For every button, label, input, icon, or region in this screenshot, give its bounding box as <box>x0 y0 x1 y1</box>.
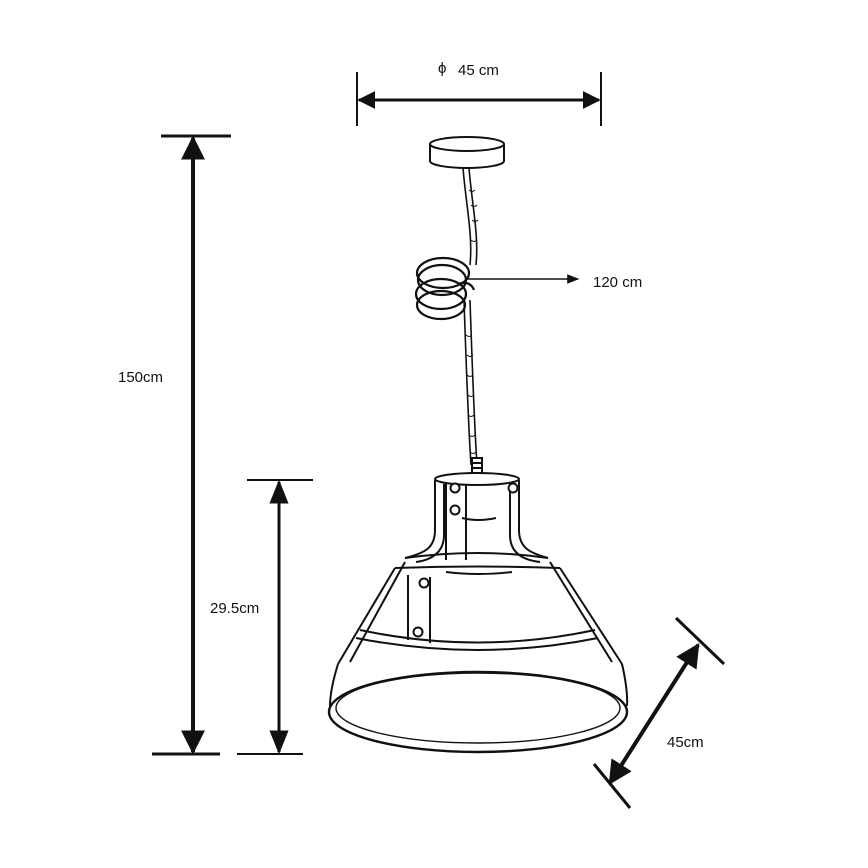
power-cable <box>462 167 479 466</box>
cable-length-callout: 120 cm <box>468 274 642 291</box>
diameter-symbol: ϕ <box>438 60 446 77</box>
cable-coil <box>414 256 476 321</box>
shade-width-dimension: 45cm <box>592 616 726 809</box>
diameter-label: 45 cm <box>458 62 499 79</box>
shade-height-dimension: 29.5cm <box>210 479 313 755</box>
rivet <box>449 482 461 494</box>
rivet <box>507 482 519 494</box>
pendant-lamp <box>327 136 629 754</box>
total-height-label: 150cm <box>118 369 163 386</box>
ceiling-canopy <box>429 136 505 169</box>
shade-width-tick-upper <box>674 616 726 666</box>
total-height-dimension: 150cm <box>118 134 231 756</box>
diameter-dimension: ϕ 45 cm <box>356 60 602 126</box>
shade-height-label: 29.5cm <box>210 600 259 617</box>
rivet <box>449 504 461 516</box>
rivet <box>412 626 424 638</box>
shade-width-arrow <box>608 642 700 786</box>
shade-width-tick-lower <box>592 763 632 809</box>
shade-width-label: 45cm <box>667 734 704 751</box>
cable-length-label: 120 cm <box>593 274 642 291</box>
lamp-shade <box>327 472 629 754</box>
rivet <box>418 577 430 589</box>
